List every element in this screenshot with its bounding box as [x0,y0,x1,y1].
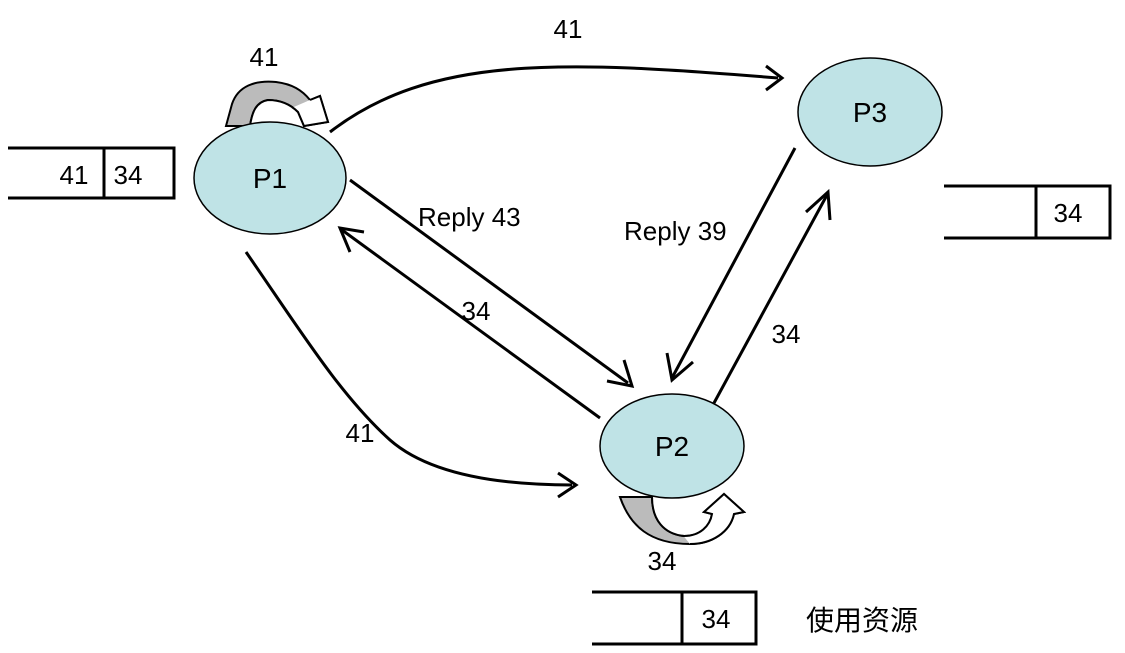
label-p2-to-p1: 34 [462,296,491,326]
edge-p2-to-p3-arrowhead [804,188,832,221]
node-p2 [599,393,745,499]
label-p3-to-p2-reply: Reply 39 [624,216,727,246]
node-p1-label: P1 [253,163,287,194]
edge-p1-to-p3-arrowhead [765,64,785,92]
label-p1-to-p2-lower: 41 [346,418,375,448]
queue-p3: 34 [944,184,1112,240]
node-p2-label: P2 [655,431,689,462]
queue-p2-caption: 使用资源 [806,604,918,637]
queue-p1-cell-1: 41 [60,160,89,190]
edge-p1-to-p3 [329,65,779,134]
edge-p2-to-p1 [341,228,601,420]
queue-p1: 41 34 [8,146,176,200]
edge-p1-to-p2-lower-arrowhead [557,471,579,499]
label-p1-self: 41 [250,42,279,72]
edge-p1-to-p2-lower [244,251,573,487]
label-p2-self: 34 [648,546,677,576]
label-p1-to-p2-reply: Reply 43 [418,202,521,232]
p1-self-loop [224,80,330,128]
queue-p2: 34 [592,590,758,646]
edge-p1-to-p2-arrowhead [606,359,635,388]
edge-p2-to-p3 [712,194,829,404]
p2-self-loop [618,492,747,546]
queue-p3-cell-1: 34 [1054,198,1083,228]
node-p3-label: P3 [853,97,887,128]
node-p3 [797,57,943,167]
queue-p1-cell-2: 34 [114,160,143,190]
queue-p2-cell-1: 34 [702,604,731,634]
label-p1-to-p3: 41 [554,14,583,44]
edge-p1-to-p2 [349,178,629,385]
node-p1 [193,121,347,235]
label-p2-to-p3: 34 [772,319,801,349]
edge-p3-to-p2 [670,147,797,379]
edge-p2-to-p1-arrowhead [337,226,365,253]
edge-p3-to-p2-arrowhead [665,352,694,383]
